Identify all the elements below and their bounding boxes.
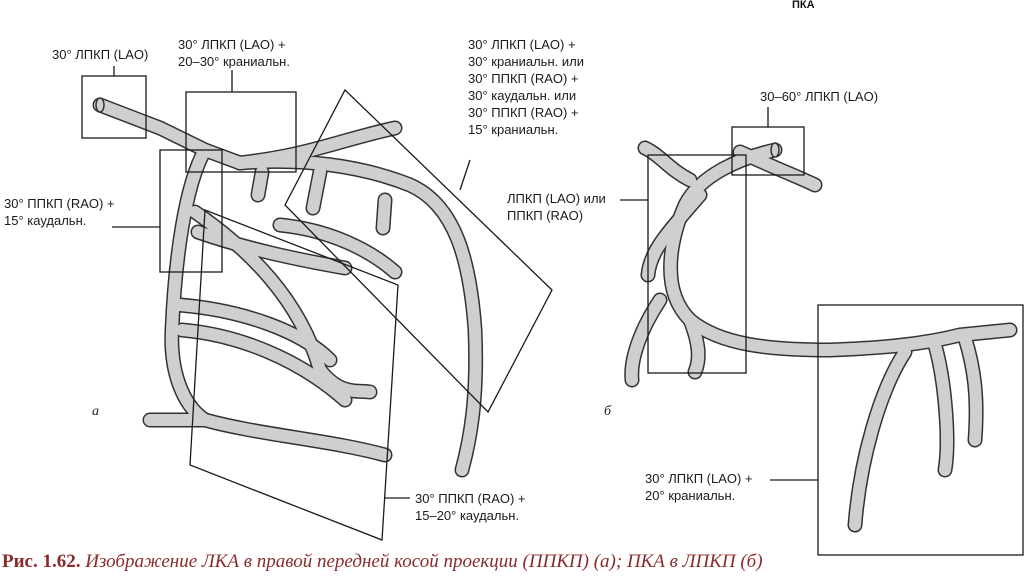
frame-lao-or-rao	[647, 154, 747, 374]
label-lao30-cranial: 30° ЛПКП (LAO) + 20–30° краниальн.	[178, 37, 290, 69]
panel-label-a: а	[92, 404, 99, 419]
frame-rao30-caudal	[189, 209, 399, 541]
left-coronary-artery	[92, 97, 484, 478]
label-lao30: 30° ЛПКП (LAO)	[52, 47, 149, 62]
header-title: ПКА	[792, 0, 815, 11]
figure-caption: Рис. 1.62. Изображение ЛКА в правой пере…	[2, 551, 763, 573]
label-rao30-caudal: 30° ППКП (RAO) + 15–20° каудальн.	[415, 491, 526, 523]
panel-label-b: б	[604, 404, 612, 419]
frame-lao30-cranial20	[817, 304, 1024, 556]
label-lao-or-rao: ЛПКП (LAO) или ППКП (RAO)	[507, 191, 606, 223]
frame-lao30-cranial	[185, 91, 297, 173]
projection-frames-a	[81, 75, 553, 541]
label-multi-projection: 30° ЛПКП (LAO) + 30° краниальн. или 30° …	[468, 37, 584, 137]
label-lao3060: 30–60° ЛПКП (LAO)	[760, 89, 879, 104]
leader-lines	[112, 66, 818, 499]
label-lao30-cranial20: 30° ЛПКП (LAO) + 20° краниальн.	[645, 471, 753, 503]
projection-frames-b	[647, 126, 1024, 556]
label-rao30-caudal15: 30° ППКП (RAO) + 15° каудальн.	[4, 196, 115, 228]
caption-text: Изображение ЛКА в правой передней косой …	[85, 551, 763, 572]
frame-rao30-caudal15	[159, 149, 223, 273]
caption-number: Рис. 1.62.	[2, 551, 81, 572]
right-coronary-artery	[624, 140, 1018, 533]
frame-multi	[284, 88, 553, 414]
